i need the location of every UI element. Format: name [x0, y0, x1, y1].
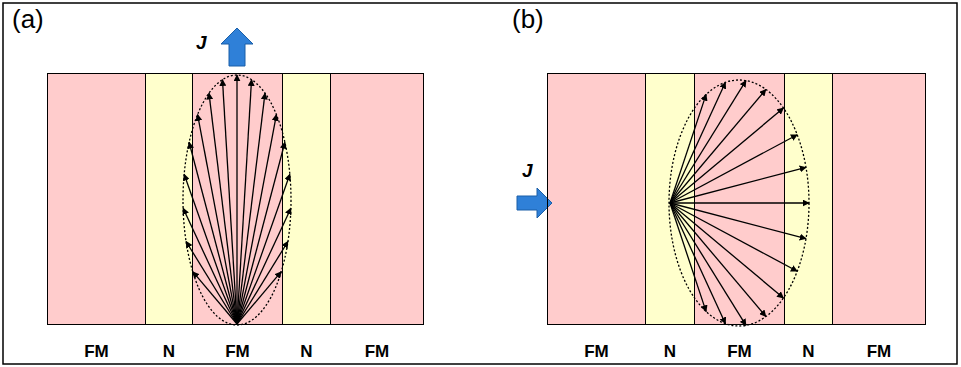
- layer-fill: [192, 73, 282, 325]
- layer-label: FM: [727, 342, 752, 362]
- current-label: J: [522, 160, 533, 182]
- layer-band: N: [784, 73, 833, 325]
- precession-cone: [669, 80, 809, 326]
- magnetization-vector: [237, 80, 252, 324]
- magnetization-vector: [237, 142, 285, 324]
- layer-fill: [832, 73, 925, 325]
- magnetization-vector: [670, 203, 746, 325]
- layer-label: N: [664, 342, 676, 362]
- layer-label: FM: [84, 342, 109, 362]
- magnetization-vector: [209, 93, 237, 324]
- magnetization-vector: [670, 203, 806, 239]
- layer-fill: [547, 73, 645, 325]
- current-arrow: [221, 28, 253, 66]
- current-label: J: [196, 32, 207, 54]
- layer-band: N: [282, 73, 331, 325]
- layer-band: FM: [547, 73, 646, 325]
- layer-fill: [282, 73, 330, 325]
- layer-band: FM: [330, 73, 424, 325]
- layer-label: N: [163, 342, 175, 362]
- layer-fill: [145, 73, 192, 325]
- magnetization-vector: [670, 108, 783, 203]
- magnetization-vector: [670, 203, 766, 317]
- magnetization-vector: [237, 93, 265, 324]
- layer-fill: [784, 73, 832, 325]
- magnetization-vector: [670, 82, 725, 203]
- magnetization-vector: [670, 81, 746, 203]
- layer-label: FM: [365, 342, 390, 362]
- panel-label: (a): [12, 4, 44, 35]
- magnetization-vector: [670, 202, 809, 203]
- layer-label: FM: [584, 342, 609, 362]
- layer-band: N: [145, 73, 193, 325]
- layer-band: FM: [832, 73, 926, 325]
- magnetization-vector: [189, 142, 237, 324]
- panel-label: (b): [512, 4, 544, 35]
- figure-frame: [3, 3, 957, 364]
- layer-label: FM: [225, 342, 250, 362]
- magnetization-vector: [670, 89, 766, 203]
- layer-label: N: [802, 342, 814, 362]
- precession-cone: [183, 75, 291, 325]
- layer-label: FM: [867, 342, 892, 362]
- layer-band: FM: [694, 73, 785, 325]
- layer-band: FM: [192, 73, 283, 325]
- layer-fill: [330, 73, 423, 325]
- layer-band: N: [645, 73, 695, 325]
- layer-band: FM: [47, 73, 146, 325]
- magnetization-vector: [236, 75, 237, 324]
- layer-label: N: [300, 342, 312, 362]
- magnetization-vector: [193, 272, 237, 324]
- magnetization-vector: [670, 203, 725, 324]
- magnetization-vector: [186, 241, 237, 324]
- magnetization-vector: [670, 94, 706, 203]
- magnetization-vector: [670, 203, 797, 271]
- layer-fill: [47, 73, 145, 325]
